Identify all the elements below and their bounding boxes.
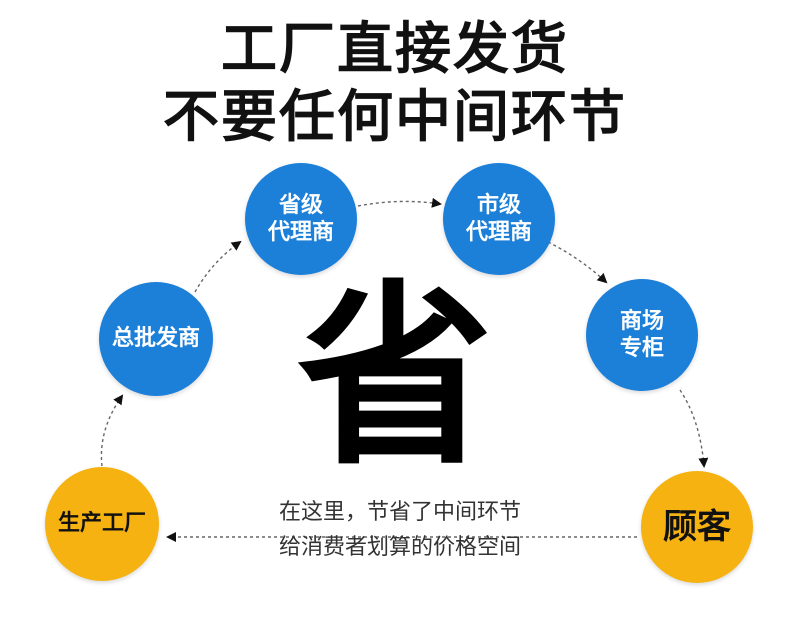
node-mall-line-2: 专柜 bbox=[619, 336, 664, 361]
node-city-line-1: 市级 bbox=[476, 192, 521, 218]
node-mall-counter: 商场 专柜 bbox=[586, 279, 698, 391]
caption-line-2: 给消费者划算的价格空间 bbox=[278, 535, 521, 560]
arrow-mall-to-customer bbox=[679, 389, 709, 468]
headline-line-2: 不要任何中间环节 bbox=[163, 85, 627, 150]
center-save-character: 省 bbox=[296, 264, 493, 492]
node-city-agent: 市级 代理商 bbox=[443, 163, 555, 275]
node-wholesaler: 总批发商 bbox=[99, 282, 213, 396]
arrow-city-to-mall bbox=[547, 241, 608, 284]
node-wholesaler-label: 总批发商 bbox=[111, 326, 200, 352]
headline-line-1: 工厂直接发货 bbox=[221, 17, 569, 82]
node-mall-line-1: 商场 bbox=[619, 308, 664, 334]
arrow-province-to-city bbox=[357, 197, 442, 208]
node-province-agent: 省级 代理商 bbox=[245, 163, 357, 275]
node-province-line-2: 代理商 bbox=[267, 220, 334, 245]
node-factory: 生产工厂 bbox=[45, 467, 159, 581]
node-customer: 顾客 bbox=[641, 471, 753, 583]
arrow-wholesaler-to-province bbox=[194, 240, 242, 293]
node-factory-label: 生产工厂 bbox=[57, 511, 146, 537]
node-customer-label: 顾客 bbox=[663, 506, 731, 547]
node-province-line-1: 省级 bbox=[278, 192, 323, 218]
node-city-line-2: 代理商 bbox=[465, 220, 532, 245]
caption-line-1: 在这里，节省了中间环节 bbox=[278, 500, 521, 525]
arrow-factory-to-wholesaler bbox=[100, 394, 124, 467]
